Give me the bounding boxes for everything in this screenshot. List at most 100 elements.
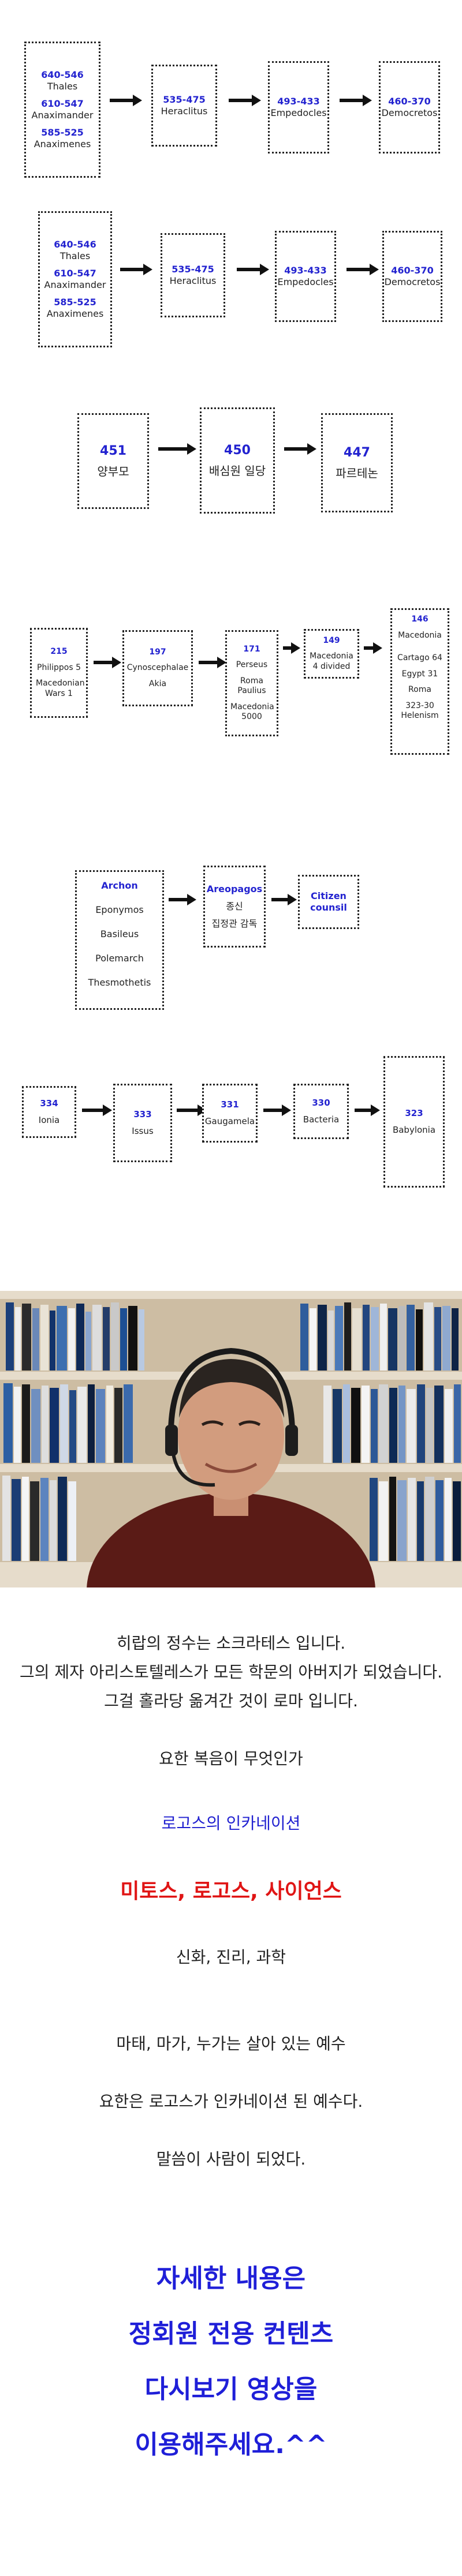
date-democretos: 460-370 — [388, 96, 431, 107]
text-line: 신화, 진리, 과학 — [176, 1948, 286, 1967]
arrow — [82, 1104, 112, 1116]
label-babylonia: Babylonia — [392, 1125, 436, 1135]
date-anaximenes: 585-525 — [41, 127, 84, 138]
name-democretos: Democretos — [381, 107, 438, 118]
cta-line: 자세한 내용은 — [156, 2264, 306, 2293]
year-215: 215 — [50, 647, 68, 656]
arrow — [340, 95, 372, 106]
text-line: 그걸 홀라당 옮겨간 것이 로마 입니다. — [104, 1691, 358, 1710]
arrow — [237, 264, 269, 275]
box-heraclitus: 535-475 Heraclitus — [161, 233, 225, 317]
label-macedonia: Macedonia — [398, 630, 442, 640]
label-eponymos: Eponymos — [95, 904, 144, 915]
cta-line: 다시보기 영상을 — [144, 2375, 318, 2404]
name-empedocles: Empedocles — [270, 107, 327, 118]
label-macedonian-wars: Macedonian Wars 1 — [36, 679, 85, 698]
box-450: 450 배심원 일당 — [200, 407, 275, 514]
label-issus: Issus — [132, 1126, 154, 1136]
year-330: 330 — [312, 1098, 330, 1109]
label-supervision: 집정관 감독 — [211, 918, 258, 929]
year-451: 451 — [100, 443, 126, 458]
text-line-mythos-logos-science: 미토스, 로고스, 사이언스 — [120, 1879, 342, 1903]
label-thesmothetis: Thesmothetis — [88, 977, 151, 988]
name-anaximenes: Anaximenes — [46, 308, 104, 319]
label-cartago: Cartago 64 — [397, 653, 442, 662]
title-archon: Archon — [101, 880, 138, 891]
speaker-video-frame — [0, 1291, 462, 1587]
name-thales: Thales — [59, 250, 91, 261]
arrow — [364, 642, 382, 654]
arrow — [283, 642, 300, 654]
date-anaximander: 610-547 — [54, 268, 96, 279]
text-line: 그의 제자 아리스토텔레스가 모든 학문의 아버지가 되었습니다. — [19, 1663, 443, 1682]
text-line-logos-incarnation: 로고스의 인카네이션 — [161, 1814, 301, 1833]
label-ionia: Ionia — [38, 1115, 60, 1125]
box-heraclitus: 535-475 Heraclitus — [151, 65, 217, 147]
date-anaximenes: 585-525 — [54, 297, 96, 308]
year-146: 146 — [411, 615, 429, 624]
date-democretos: 460-370 — [391, 265, 434, 276]
arrow — [284, 443, 316, 455]
box-333: 333 Issus — [113, 1084, 172, 1162]
year-450: 450 — [224, 443, 251, 458]
arrow — [263, 1104, 291, 1116]
text-line: 마태, 마가, 누가는 살아 있는 예수 — [116, 2034, 346, 2053]
arrow — [94, 657, 121, 668]
date-anaximander: 610-547 — [41, 98, 84, 109]
title-areopagos: Areopagos — [206, 883, 263, 894]
text-line: 요한은 로고스가 인카네이션 된 예수다. — [99, 2092, 363, 2111]
label-roma-paulius: Roma Paulius — [237, 676, 266, 696]
text-line: 히랍의 정수는 소크라테스 입니다. — [116, 1634, 346, 1653]
arrow — [229, 95, 261, 106]
box-146: 146 Macedonia Cartago 64 Egypt 31 Roma 3… — [390, 608, 449, 755]
year-447: 447 — [344, 445, 370, 460]
year-197: 197 — [149, 647, 166, 657]
box-149: 149 Macedonia 4 divided — [304, 629, 359, 679]
box-democretos: 460-370 Democretos — [382, 231, 442, 322]
box-197: 197 Cynoscephalae Akia — [122, 630, 193, 706]
date-heraclitus: 535-475 — [163, 94, 206, 105]
label-helenism: 323-30 Helenism — [401, 701, 439, 721]
label-polemarch: Polemarch — [95, 953, 144, 964]
label-macedonia-divided: Macedonia 4 divided — [310, 652, 353, 671]
label-roma: Roma — [408, 685, 431, 694]
box-empedocles: 493-433 Empedocles — [275, 231, 336, 322]
date-thales: 640-546 — [41, 69, 84, 80]
label-akia: Akia — [148, 679, 167, 688]
arrow — [110, 95, 142, 106]
title-citizen-counsil: Citizen counsil — [310, 890, 347, 913]
date-heraclitus: 535-475 — [172, 264, 214, 275]
label-450: 배심원 일당 — [208, 464, 266, 478]
date-empedocles: 493-433 — [277, 96, 320, 107]
label-philippos: Philippos 5 — [37, 662, 81, 672]
arrow — [158, 443, 196, 455]
year-334: 334 — [40, 1098, 58, 1109]
name-democretos: Democretos — [384, 276, 441, 287]
year-323: 323 — [405, 1108, 423, 1119]
box-447: 447 파르테논 — [321, 413, 393, 512]
arrow — [199, 657, 226, 668]
arrow — [355, 1104, 380, 1116]
box-215: 215 Philippos 5 Macedonian Wars 1 — [30, 628, 88, 718]
arrow — [169, 894, 196, 905]
name-thales: Thales — [47, 81, 78, 92]
cta-line: 정회원 전용 컨텐츠 — [128, 2319, 334, 2349]
box-323: 323 Babylonia — [383, 1056, 445, 1188]
box-democretos: 460-370 Democretos — [379, 61, 440, 153]
box-archon: Archon Eponymos Basileus Polemarch Thesm… — [75, 870, 164, 1010]
label-cynoscephalae: Cynoscephalae — [126, 663, 189, 673]
name-anaximander: Anaximander — [31, 110, 94, 121]
cta-line: 이용해주세요.^^ — [135, 2430, 327, 2459]
year-333: 333 — [133, 1109, 152, 1120]
label-egypt: Egypt 31 — [401, 669, 438, 679]
box-milesians: 640-546 Thales 610-547 Anaximander 585-5… — [38, 211, 112, 347]
label-447: 파르테논 — [336, 466, 378, 481]
arrow — [120, 264, 152, 275]
box-areopagos: Areopagos 종신 집정관 감독 — [203, 866, 266, 948]
label-451: 양부모 — [97, 465, 129, 479]
label-basileus: Basileus — [100, 928, 139, 939]
date-empedocles: 493-433 — [284, 265, 327, 276]
name-empedocles: Empedocles — [277, 276, 334, 287]
label-macedonia-5000: Macedonia 5000 — [230, 702, 274, 722]
label-lifetime: 종신 — [226, 901, 243, 912]
